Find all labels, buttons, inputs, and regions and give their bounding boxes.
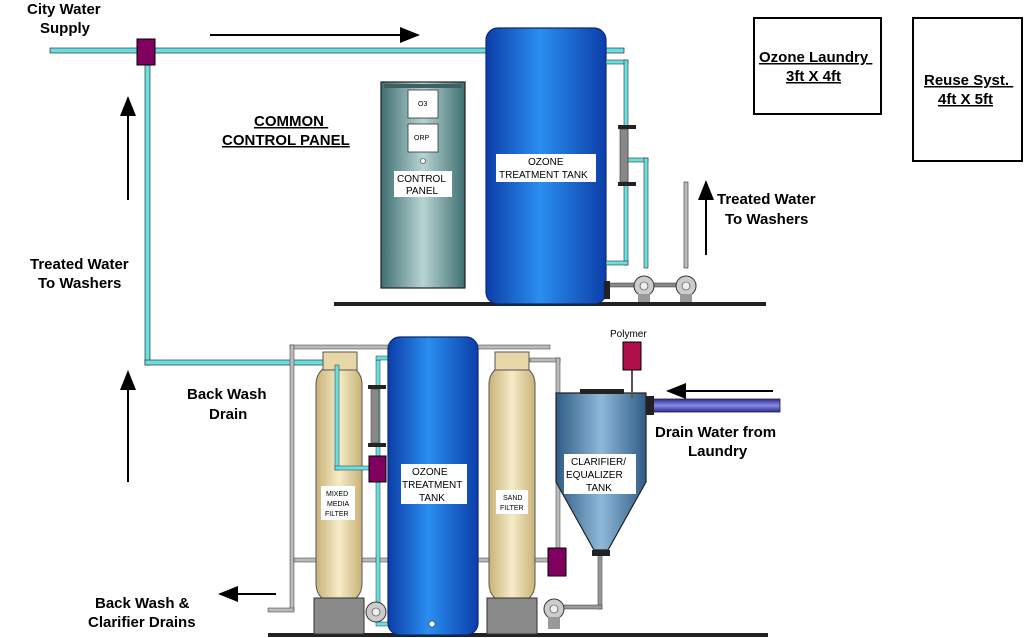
laundry-drain-pipe (651, 398, 781, 413)
control-panel-cabinet: O3 ORP CONTROL PANEL (380, 81, 466, 289)
orp-sensor-label: ORP (414, 135, 430, 142)
svg-text:MIXED MEDIA FILTER: MIXED MEDIA FILTER (325, 491, 351, 518)
filter-valve-right (547, 547, 567, 577)
lower-floor-line (268, 633, 768, 637)
svg-text:Reuse Syst. 4ft X 5ft: Reuse Syst. 4ft X 5ft (924, 72, 1013, 108)
clarifier-equalizer-tank: CLARIFIER/ EQUALIZER TANK (555, 389, 647, 556)
inlet-valve (136, 38, 156, 66)
filter-valve-left (368, 455, 387, 483)
polymer-feed-line (631, 370, 633, 398)
ozone-treatment-tank-upper: OZONE TREATMENT TANK (485, 27, 607, 305)
control-panel-text: CONTROL PANEL (397, 174, 448, 197)
ozone-laundry-room: Ozone Laundry 3ft X 4ft (753, 17, 882, 115)
orp-sensor-display (407, 123, 439, 153)
polymer-label: Polymer (610, 329, 647, 340)
svg-text:SAND FILTER: SAND FILTER (500, 495, 524, 512)
o3-sensor-label: O3 (418, 101, 427, 108)
mixed-media-filter: MIXED MEDIA FILTER (313, 351, 365, 635)
back-wash-clarifier-label: Back Wash & Clarifier Drains (88, 595, 196, 631)
polymer-dosing-unit (622, 341, 642, 371)
back-wash-drain-label: Back Wash Drain (187, 386, 271, 423)
treated-water-left-label: Treated Water To Washers (30, 256, 133, 292)
sand-filter: SAND FILTER (486, 351, 538, 635)
ozone-treatment-tank-lower: OZONE TREATMENT TANK (387, 336, 479, 636)
city-water-label: City Water Supply (27, 1, 105, 37)
svg-text:CLARIFIER/ EQUALIZER: CLARIFIER/ EQUALIZER TANK (566, 457, 629, 494)
reuse-system-room: Reuse Syst. 4ft X 5ft (912, 17, 1023, 162)
svg-text:OZONE TREATMENT TANK: OZONE TREATMENT TANK (499, 157, 588, 181)
svg-text:Ozone Laundry 3ft X 4ft: Ozone Laundry 3ft X 4ft (759, 49, 872, 85)
panel-indicator-light (420, 158, 426, 164)
drain-water-label: Drain Water from Laundry (655, 424, 780, 460)
o3-sensor-display (407, 89, 439, 119)
city-water-supply-pipe (49, 47, 625, 366)
upper-tank-plumbing (604, 59, 697, 302)
svg-text:OZONE TREATMENT TA: OZONE TREATMENT TANK (402, 467, 465, 504)
common-control-panel-label: COMMON CONTROL PANEL (222, 113, 350, 149)
treated-water-right-label: Treated Water To Washers (717, 191, 820, 228)
